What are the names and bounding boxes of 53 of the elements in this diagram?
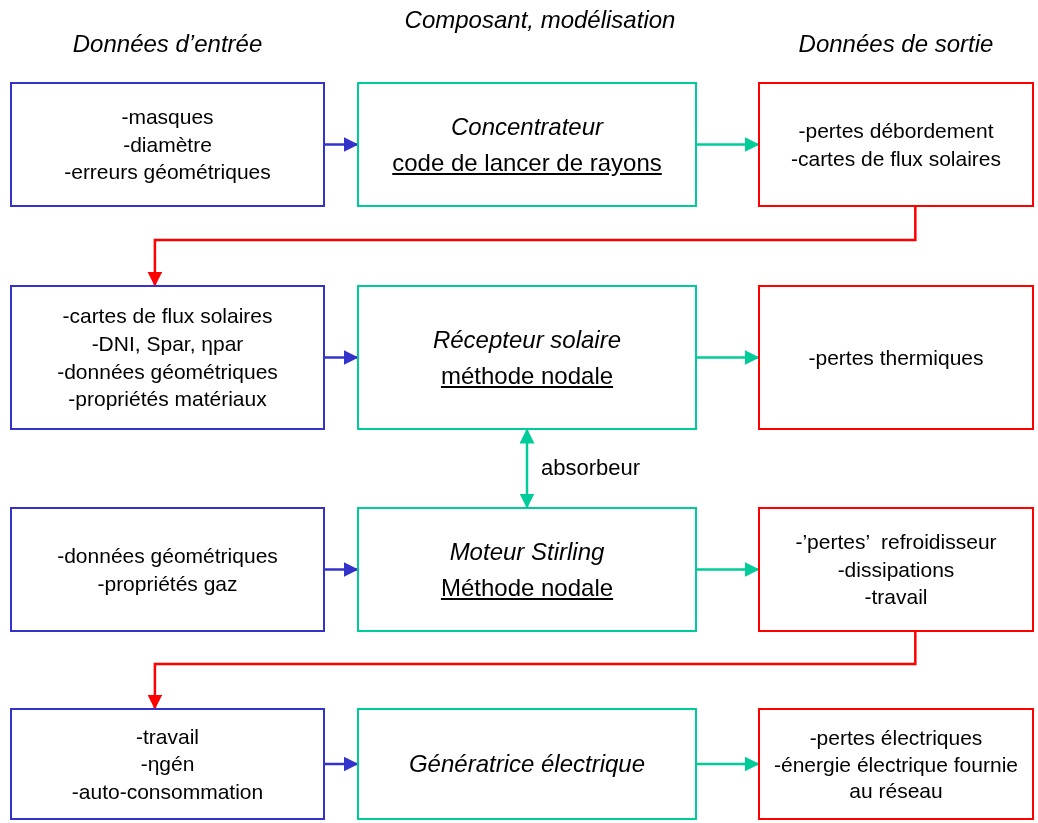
process-box (357, 285, 697, 430)
list-item: -propriétés matériaux (68, 386, 267, 412)
arrow (325, 756, 359, 772)
list-item: -dissipations (837, 556, 955, 583)
arrow (147, 632, 917, 710)
arrow (697, 137, 760, 152)
list-item: -cartes de flux solaires (790, 145, 1002, 172)
list-item: -données géométriques (57, 542, 278, 569)
process-box (758, 507, 1034, 632)
process-box (758, 708, 1034, 820)
component-title: Génératrice électrique (408, 749, 646, 779)
list-item: -pertes thermiques (808, 344, 984, 371)
arrow (325, 137, 359, 152)
process-box (10, 82, 325, 207)
arrow (697, 562, 760, 577)
column-heading: Données d’entrée (71, 29, 264, 59)
process-box (357, 708, 697, 820)
list-item: -énergie électrique fournie au réseau (773, 752, 1019, 804)
component-title: Récepteur solaire (432, 325, 622, 355)
process-box (758, 285, 1034, 430)
list-item: -ηgén (140, 751, 195, 777)
column-heading: Données de sortie (797, 29, 995, 59)
list-item: -propriétés gaz (97, 570, 238, 597)
process-box (357, 82, 697, 207)
list-item: -diamètre (123, 131, 212, 158)
arrow (325, 350, 359, 365)
process-box (10, 708, 325, 820)
arrow (519, 428, 535, 509)
method-text: code de lancer de rayons (392, 147, 662, 177)
arrow (697, 756, 760, 772)
list-item: -masques (121, 104, 214, 130)
process-box (10, 285, 325, 430)
process-box (758, 82, 1034, 207)
list-item: -erreurs géométriques (64, 159, 271, 185)
arrow (697, 350, 760, 365)
list-item: -travail (136, 723, 199, 750)
method-text: méthode nodale (440, 360, 614, 390)
column-heading: Composant, modélisation (403, 5, 677, 35)
method-text: Méthode nodale (440, 572, 614, 602)
list-item: -DNI, Spar, ηpar (91, 330, 244, 357)
list-item: -cartes de flux solaires (62, 303, 273, 329)
process-box (357, 507, 697, 632)
list-item: -travail (864, 584, 928, 610)
list-item: -’pertes’ refroidisseur (795, 529, 997, 555)
list-item: -données géométriques (57, 358, 278, 385)
component-title: Moteur Stirling (449, 537, 605, 567)
list-item: -pertes débordement (798, 117, 994, 144)
list-item: -auto-consommation (71, 778, 264, 805)
process-box (10, 507, 325, 632)
arrow (325, 562, 359, 577)
component-title: Concentrateur (450, 112, 604, 142)
arrow (147, 207, 917, 287)
list-item: -pertes électriques (809, 724, 983, 751)
